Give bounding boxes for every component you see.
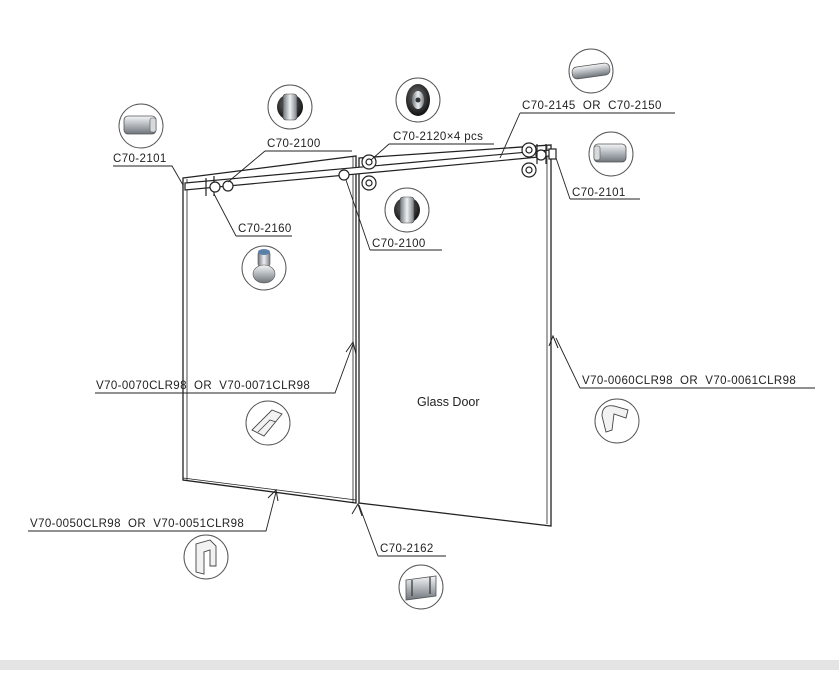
seal-thumbnail-left: [245, 400, 291, 446]
label-rollers: C70-2120×4 pcs: [393, 131, 483, 143]
label-stopper-bottom: C70-2100: [372, 238, 426, 250]
wall-support-thumbnail: [241, 245, 287, 291]
glass-door-label: Glass Door: [417, 395, 480, 409]
label-seal-right: V70-0060CLR98 OR V70-0061CLR98: [582, 375, 796, 387]
label-end-cap-left: C70-2101: [113, 153, 167, 165]
seal-thumbnail-right: [594, 398, 640, 444]
fixed-glass-panel: [182, 155, 357, 504]
label-guide: C70-2162: [380, 543, 434, 555]
stopper-thumbnail-bottom: [384, 187, 430, 233]
guide-thumbnail: [398, 564, 444, 610]
part-labels: C70-2101 C70-2100 C70-2120×4 pcs C70-214…: [30, 100, 796, 555]
roller-thumbnail: [395, 77, 441, 123]
label-wall-support: C70-2160: [238, 223, 292, 235]
seal-thumbnail-bottom: [183, 534, 229, 580]
label-rail: C70-2145 OR C70-2150: [522, 100, 662, 112]
leader-lines: [28, 112, 815, 557]
bottom-band: [0, 660, 839, 670]
edge-arrows: [267, 334, 559, 517]
rail-thumbnail: [568, 48, 614, 94]
label-seal-left: V70-0070CLR98 OR V70-0071CLR98: [96, 380, 310, 392]
stopper-on-rail-left: [222, 169, 350, 192]
label-end-cap-right: C70-2101: [572, 187, 626, 199]
label-stopper-top: C70-2100: [267, 138, 321, 150]
wall-support-on-rail: [205, 176, 221, 196]
end-cap-thumbnail-right: [588, 131, 634, 177]
label-seal-bottom: V70-0050CLR98 OR V70-0051CLR98: [30, 518, 244, 530]
end-cap-on-rail-right: [535, 144, 557, 164]
sliding-glass-door: [182, 144, 552, 527]
end-cap-thumbnail-left: [118, 103, 164, 149]
stopper-thumbnail-top: [267, 84, 313, 130]
